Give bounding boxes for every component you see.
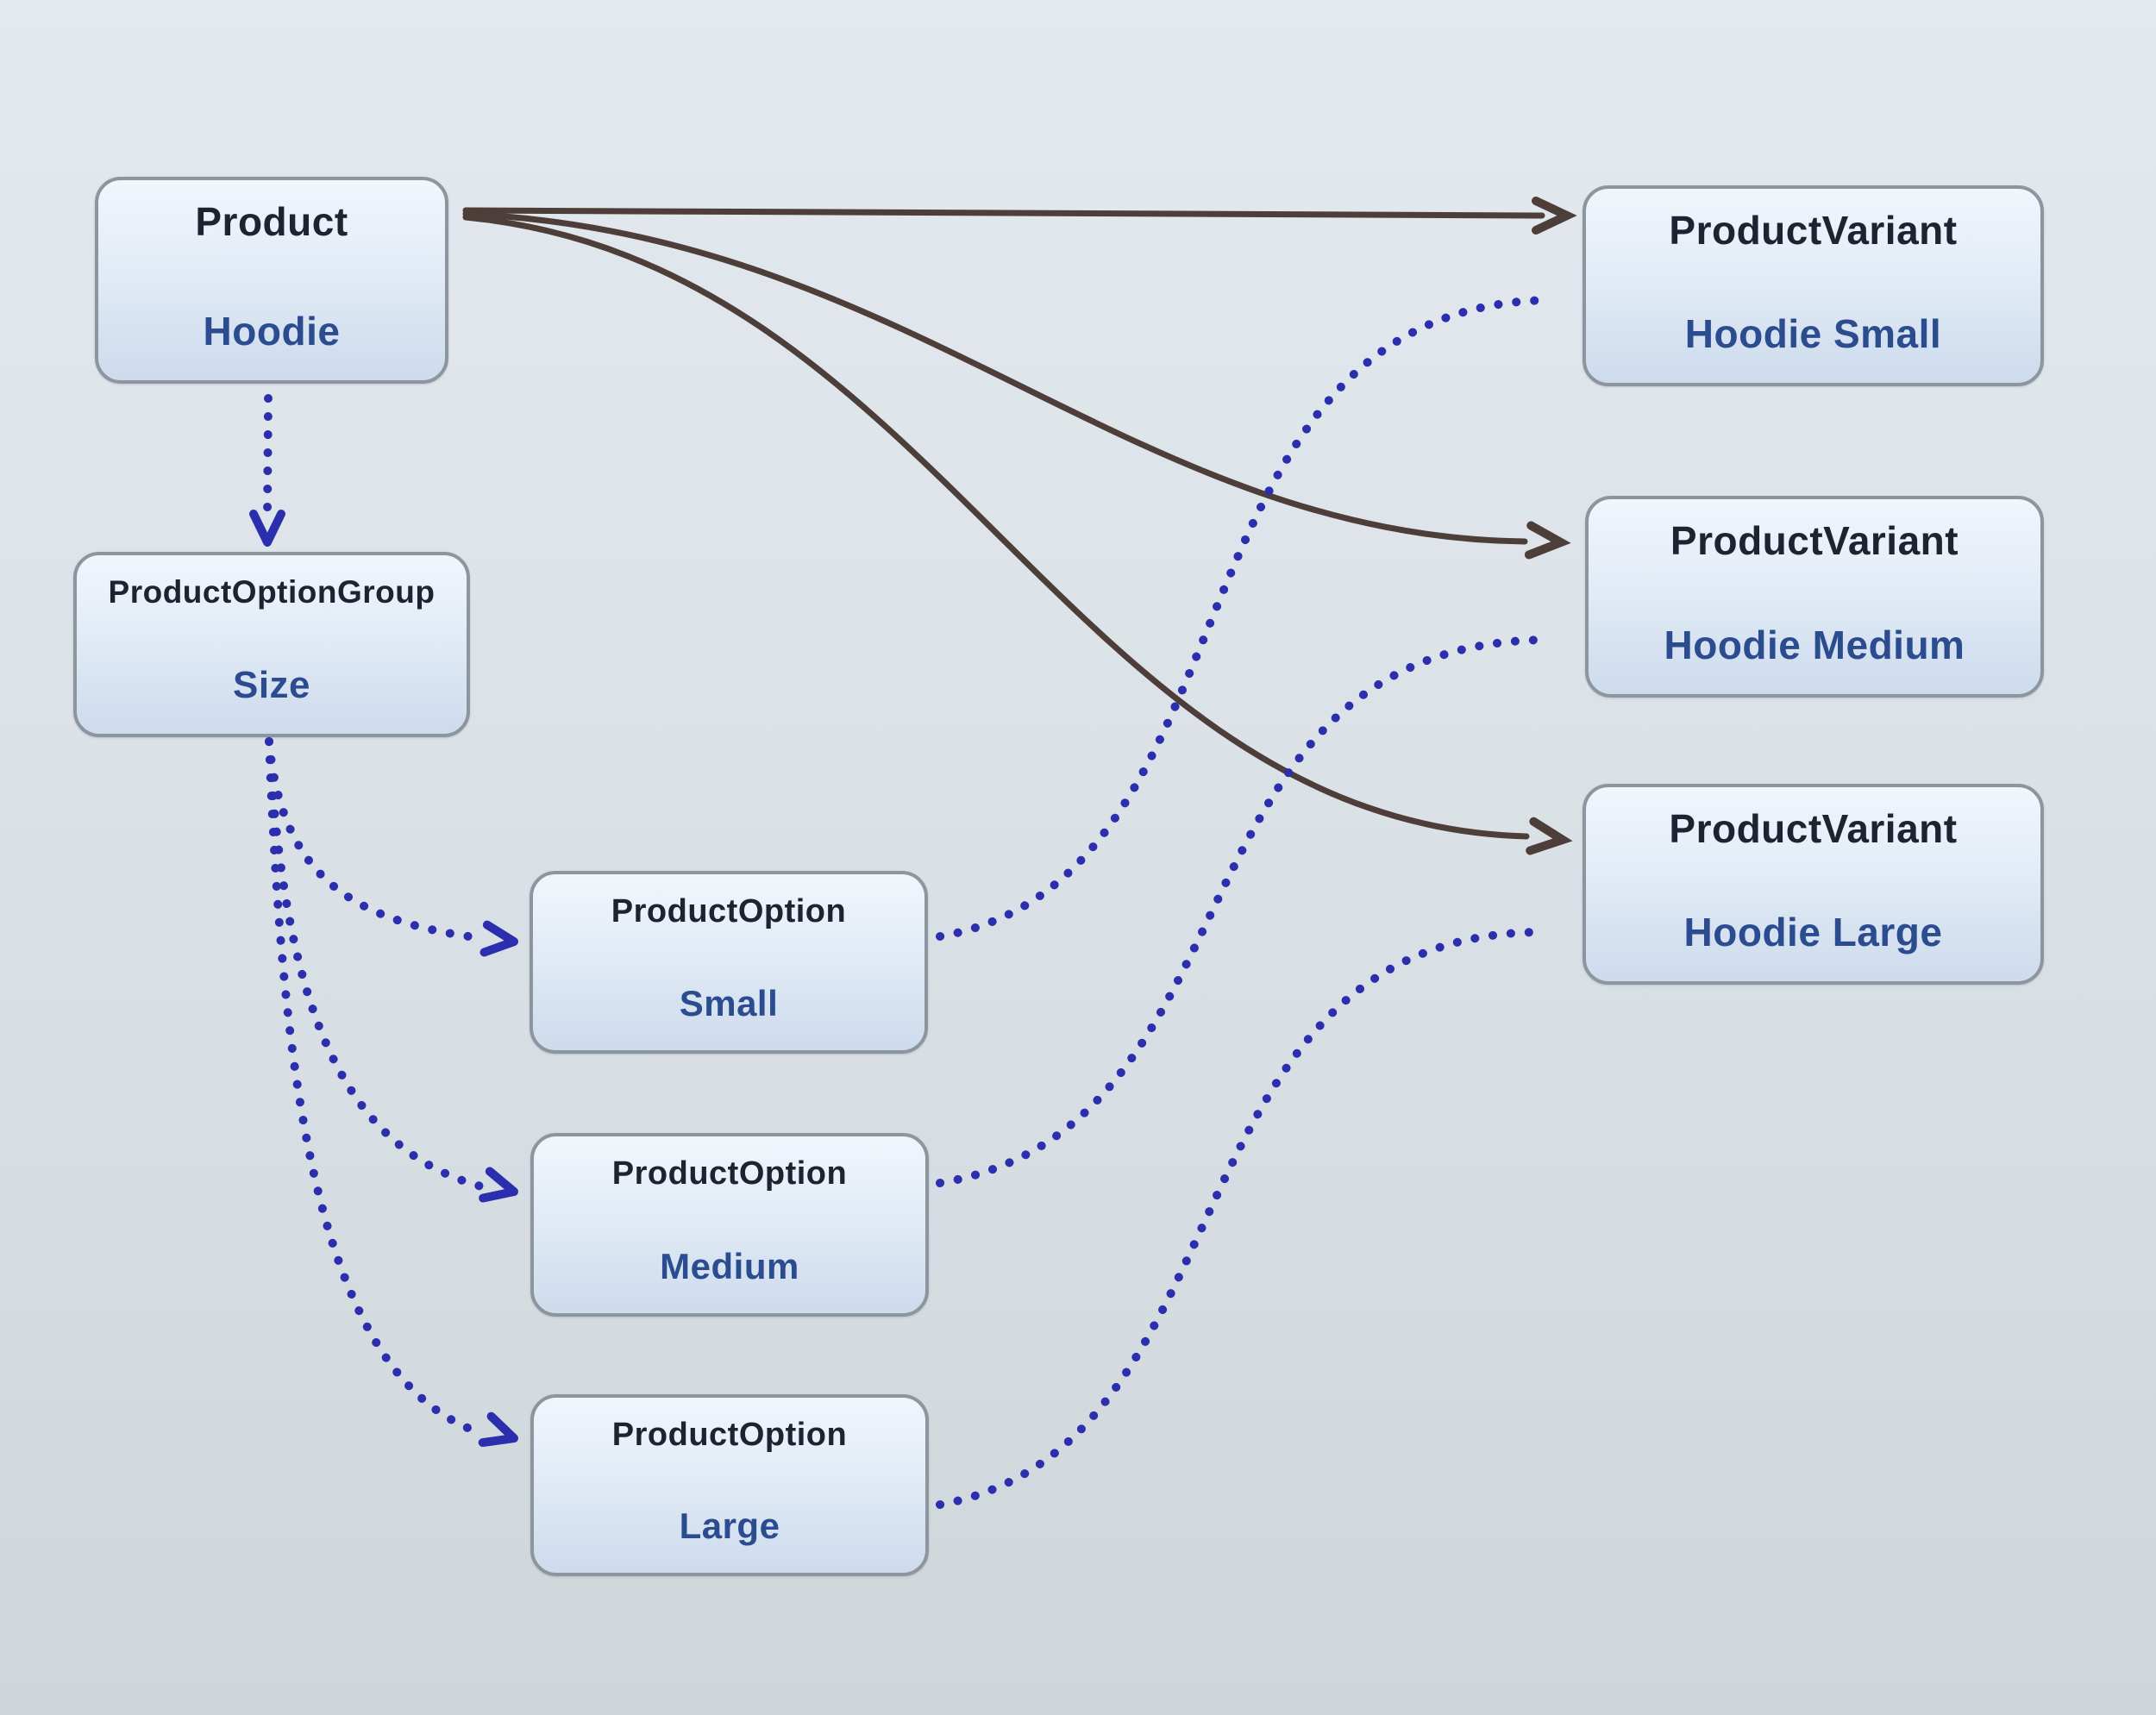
- node-option-small-title: ProductOption: [611, 893, 847, 929]
- arrowhead-variant-medium: [1524, 521, 1571, 560]
- node-product-option-small: ProductOption Small: [530, 871, 928, 1054]
- node-product-title: Product: [195, 199, 348, 244]
- node-variant-small-title: ProductVariant: [1669, 208, 1958, 253]
- node-product-variant-small: ProductVariant Hoodie Small: [1583, 185, 2044, 386]
- node-product-option-large: ProductOption Large: [530, 1394, 929, 1576]
- node-variant-large-subtitle: Hoodie Large: [1683, 910, 1943, 955]
- node-option-small-subtitle: Small: [679, 982, 779, 1023]
- edge-group-to-option-medium: [265, 737, 486, 1191]
- edge-option-large-to-variant-large: [936, 928, 1544, 1509]
- node-product-option-medium: ProductOption Medium: [530, 1133, 929, 1317]
- arrowhead-variant-small: [1532, 197, 1577, 235]
- node-variant-medium-title: ProductVariant: [1670, 518, 1959, 563]
- edge-product-to-variant-medium: [462, 210, 1528, 545]
- edge-product-to-option-group: [263, 394, 273, 522]
- edge-option-medium-to-variant-medium: [936, 635, 1550, 1187]
- dotted-arrowheads: [249, 510, 518, 1448]
- node-variant-large-title: ProductVariant: [1669, 806, 1958, 851]
- node-option-group-subtitle: Size: [232, 664, 311, 707]
- edge-option-small-to-variant-small: [936, 296, 1557, 941]
- node-product-variant-large: ProductVariant Hoodie Large: [1583, 784, 2044, 985]
- dotted-edges: [263, 296, 1557, 1509]
- edge-group-to-option-small: [265, 737, 486, 942]
- node-variant-small-subtitle: Hoodie Small: [1684, 311, 1942, 357]
- arrowhead-variant-large: [1526, 817, 1573, 855]
- edge-product-to-variant-small: [462, 207, 1545, 219]
- arrowhead-option-large: [478, 1411, 518, 1448]
- node-option-group-title: ProductOptionGroup: [108, 574, 436, 610]
- node-product-option-group: ProductOptionGroup Size: [73, 552, 470, 737]
- node-option-large-title: ProductOption: [611, 1417, 848, 1453]
- node-variant-medium-subtitle: Hoodie Medium: [1664, 623, 1965, 668]
- solid-edges: [462, 197, 1577, 855]
- node-product-subtitle: Hoodie: [203, 309, 341, 354]
- arrowhead-option-medium: [479, 1167, 518, 1203]
- node-option-medium-title: ProductOption: [611, 1155, 848, 1192]
- node-option-medium-subtitle: Medium: [660, 1245, 799, 1286]
- edge-group-to-option-large: [265, 737, 486, 1437]
- node-option-large-subtitle: Large: [679, 1505, 780, 1546]
- arrowhead-option-small: [479, 920, 518, 957]
- node-product-variant-medium: ProductVariant Hoodie Medium: [1585, 496, 2044, 698]
- arrowhead-option-group: [249, 510, 285, 547]
- edge-product-to-variant-large: [462, 214, 1530, 840]
- node-product: Product Hoodie: [95, 177, 448, 384]
